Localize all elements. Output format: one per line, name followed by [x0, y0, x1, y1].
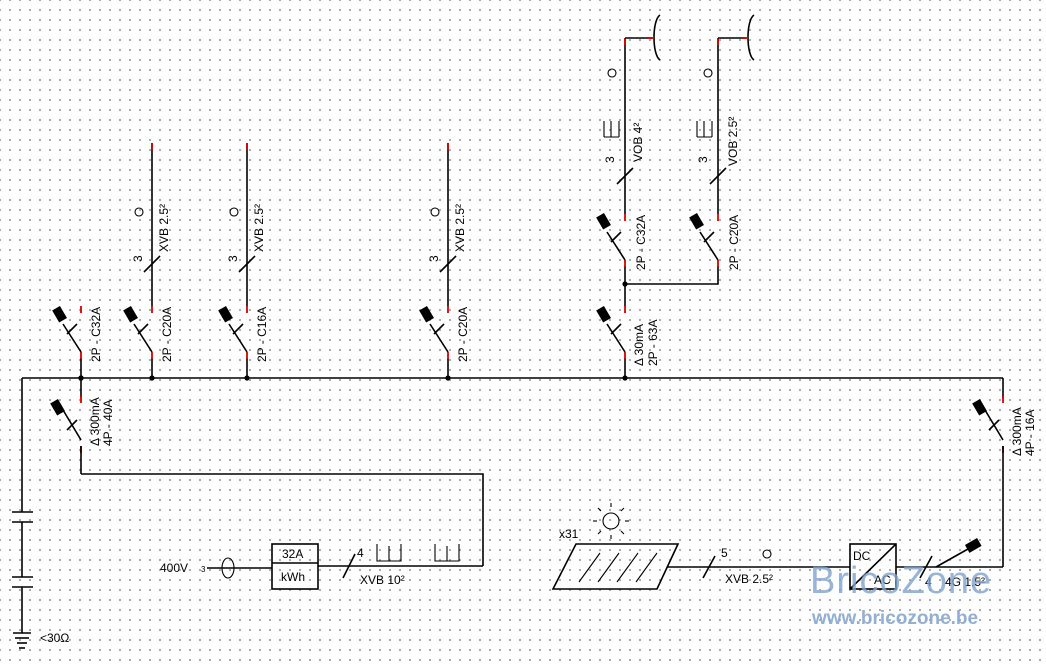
svg-text:400V: 400V: [160, 561, 188, 575]
three-phase-socket-icon: [603, 121, 620, 138]
svg-text:XVB 2.5²: XVB 2.5²: [453, 204, 467, 252]
socket-outlet-icon: [430, 207, 440, 217]
svg-text:5: 5: [721, 546, 728, 560]
earth-resistance-label: <30Ω: [40, 631, 69, 645]
svg-text:XVB 10²: XVB 10²: [360, 573, 405, 587]
energy-meter: 32A kWh: [271, 543, 319, 590]
circuit-3-cable: 3 XVB 2.5²: [427, 143, 467, 306]
svg-text:VOB 2.5²: VOB 2.5²: [726, 117, 740, 166]
main-breaker: Δ 300mA 4P - 40A: [50, 375, 115, 474]
svg-text:XVB 2.5²: XVB 2.5²: [725, 572, 773, 586]
motor-connection-icon: [747, 14, 755, 61]
earth-symbol-icon: [13, 632, 31, 649]
main-feeder-wire: [81, 473, 484, 566]
circuit-1-cable: 3 XVB 2.5²: [131, 143, 171, 306]
three-phase-socket-icon: [696, 121, 713, 138]
pv-array: x31: [551, 503, 680, 590]
svg-text:4G 1.5²: 4G 1.5²: [945, 575, 985, 589]
solar-panel-icon: [551, 543, 680, 590]
socket-outlet-icon: [134, 207, 144, 217]
svg-text:kWh: kWh: [281, 570, 305, 584]
pv-breaker: Δ 300mA 4P - 16A: [972, 378, 1037, 567]
svg-text:3: 3: [427, 255, 441, 262]
svg-text:3: 3: [603, 156, 617, 163]
svg-text:Δ 30mA: Δ 30mA: [632, 324, 646, 366]
svg-text:3: 3: [696, 156, 710, 163]
inverter-output: 4 4G 1.5²: [896, 538, 1003, 589]
sun-icon: [593, 503, 629, 539]
connector-block-icon: [434, 544, 460, 562]
rcd-30ma: Δ 30mA 2P - 63A: [596, 284, 660, 381]
pv-cable: 5 XVB 2.5²: [667, 546, 850, 586]
svg-text:2P - C20A: 2P - C20A: [160, 307, 174, 362]
svg-text:2P - C16A: 2P - C16A: [255, 307, 269, 362]
circuit-2-cable: 3 XVB 2.5²: [226, 143, 266, 306]
earth-connection: <30Ω: [12, 378, 69, 649]
svg-text:2P - C32A: 2P - C32A: [634, 215, 648, 270]
svg-text:XVB 2.5²: XVB 2.5²: [157, 204, 171, 252]
branch-breaker-b4: 2P - C20A: [419, 305, 470, 381]
svg-text:3: 3: [226, 255, 240, 262]
svg-text:DC: DC: [853, 549, 871, 563]
branch-breaker-b5: 2P - C32A: [596, 212, 648, 284]
watermark-logo: BricoZone: [810, 560, 993, 602]
rcd-sub-bus: [625, 270, 719, 285]
motor-connection-icon: [653, 14, 661, 61]
svg-text:32A: 32A: [282, 547, 303, 561]
svg-text:Δ 300mA: Δ 300mA: [1010, 407, 1024, 456]
svg-text:AC: AC: [874, 573, 891, 587]
socket-outlet-icon: [229, 207, 239, 217]
socket-outlet-icon: [703, 68, 713, 78]
socket-outlet-icon: [607, 68, 617, 78]
svg-text:2P - C20A: 2P - C20A: [456, 307, 470, 362]
circuit-5-cable: 3 VOB 2.5²: [696, 14, 755, 214]
connector-block-icon: [376, 544, 402, 562]
watermark-url: www.bricozone.be: [812, 608, 979, 629]
branch-breaker-b3: 2P - C16A: [218, 305, 269, 381]
svg-text:3: 3: [131, 255, 145, 262]
svg-text:VOB 4²: VOB 4²: [631, 123, 645, 162]
svg-text:2P - 63A: 2P - 63A: [646, 320, 660, 366]
svg-text:4P - 16A: 4P - 16A: [1023, 410, 1037, 456]
svg-text:2P - C32A: 2P - C32A: [89, 307, 103, 362]
supply-cable: 4 XVB 10²: [318, 544, 483, 587]
branch-breaker-b2: 2P - C20A: [123, 305, 174, 381]
main-breaker-rating: 4P - 40A: [101, 400, 115, 446]
supply-input: 400V 3: [160, 557, 272, 579]
svg-text:XVB 2.5²: XVB 2.5²: [252, 204, 266, 252]
main-breaker-sensitivity: Δ 300mA: [88, 397, 102, 446]
svg-text:4: 4: [925, 575, 932, 589]
branch-breaker-b1: 2P - C32A: [52, 305, 103, 381]
svg-text:x31: x31: [559, 527, 579, 541]
circuit-4-cable: 3 VOB 4²: [603, 14, 661, 214]
socket-outlet-icon: [762, 549, 772, 559]
branch-breaker-b6: 2P - C20A: [689, 212, 741, 270]
svg-text:4: 4: [357, 546, 364, 560]
svg-text:3: 3: [201, 565, 206, 574]
svg-text:2P - C20A: 2P - C20A: [727, 215, 741, 270]
